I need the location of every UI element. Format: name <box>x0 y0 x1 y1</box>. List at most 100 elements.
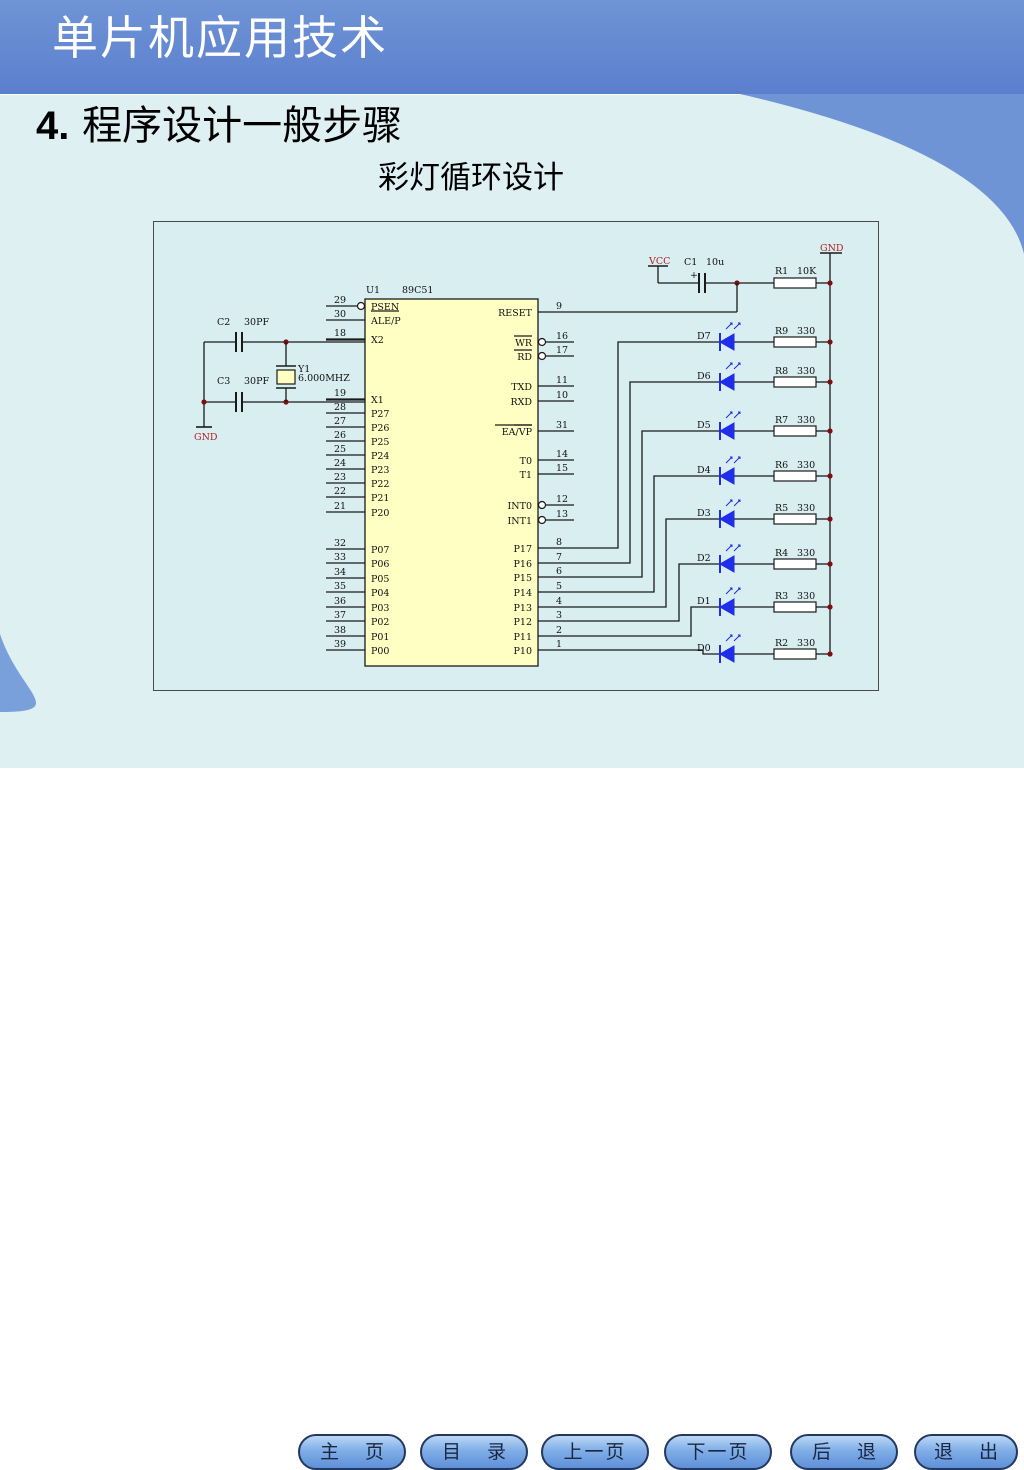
c3-value: 30PF <box>244 376 269 387</box>
pin-label: T0 <box>520 456 532 467</box>
pin-number: 16 <box>556 331 568 342</box>
led-light-arrows <box>725 634 741 642</box>
resistor-value: 330 <box>797 415 815 426</box>
c3-label: C3 <box>217 376 230 387</box>
pin-number: 25 <box>334 444 346 455</box>
pin-number: 12 <box>556 494 568 505</box>
resistor-r1 <box>773 277 817 289</box>
gnd-left-label: GND <box>194 432 218 443</box>
pin-label: P06 <box>371 559 389 570</box>
pin-number: 2 <box>556 625 562 636</box>
pin-number: 21 <box>334 501 346 512</box>
pin-number: 37 <box>334 610 346 621</box>
junction-dot <box>827 428 833 434</box>
heading-number: 4. <box>36 104 70 148</box>
pin-label: P22 <box>371 479 389 490</box>
pin-label: P17 <box>514 544 532 555</box>
led-light-arrows <box>725 322 741 330</box>
led-label: D7 <box>697 331 711 342</box>
pin-label: P01 <box>371 632 389 643</box>
crystal-y1 <box>276 369 296 385</box>
pin-number: 5 <box>556 581 562 592</box>
resistor-label: R3 <box>775 591 788 602</box>
pin-label: P24 <box>371 451 389 462</box>
pin-label: P27 <box>371 409 389 420</box>
pin-number: 18 <box>334 328 346 339</box>
next-page-button[interactable]: 下一页 <box>664 1434 772 1470</box>
pin-number: 33 <box>334 552 346 563</box>
pin-label: P00 <box>371 646 389 657</box>
resistor-r2 <box>773 648 817 660</box>
pin-label: RESET <box>498 308 533 319</box>
resistor-value: 330 <box>797 591 815 602</box>
resistor-label: R7 <box>775 415 788 426</box>
pin-label: P02 <box>371 617 389 628</box>
resistor-value: 330 <box>797 503 815 514</box>
resistor-label: R6 <box>775 460 788 471</box>
pin-label: TXD <box>511 382 532 393</box>
led-label: D5 <box>697 420 711 431</box>
pin-label: P13 <box>514 603 532 614</box>
pin-label: X2 <box>371 335 384 346</box>
pin-inverter-bubble <box>537 500 547 510</box>
pin-label: EA/VP <box>502 427 533 438</box>
pin-number: 39 <box>334 639 346 650</box>
previous-page-button[interactable]: 上一页 <box>541 1434 649 1470</box>
resistor-label: R8 <box>775 366 788 377</box>
led-label: D6 <box>697 371 711 382</box>
led-light-arrows <box>725 411 741 419</box>
pin-label: P03 <box>371 603 389 614</box>
pin-label: P23 <box>371 465 389 476</box>
resistor-value: 330 <box>797 326 815 337</box>
pin-number: 17 <box>556 345 568 356</box>
c2-label: C2 <box>217 317 230 328</box>
led-wire <box>574 381 719 564</box>
led-light-arrows <box>725 499 741 507</box>
pin-label: P05 <box>371 574 389 585</box>
resistor-value: 330 <box>797 366 815 377</box>
pin-number: 32 <box>334 538 346 549</box>
pin-inverter-bubble <box>537 515 547 525</box>
header-bar: 单片机应用技术 <box>0 0 1024 94</box>
resistor-r7 <box>773 425 817 437</box>
junction-dot <box>827 473 833 479</box>
pin-label: P12 <box>514 617 532 628</box>
pin-label: P26 <box>371 423 389 434</box>
pin-label: X1 <box>371 395 384 406</box>
resistor-r3 <box>773 601 817 613</box>
pin-label: P25 <box>371 437 389 448</box>
resistor-r9 <box>773 336 817 348</box>
resistor-label: R2 <box>775 638 788 649</box>
exit-button[interactable]: 退 出 <box>914 1434 1018 1470</box>
led-d0-diode <box>718 645 735 663</box>
home-button[interactable]: 主 页 <box>298 1434 406 1470</box>
junction-dot <box>827 280 833 286</box>
led-d2-diode <box>718 555 735 573</box>
pin-label: P14 <box>514 588 532 599</box>
pin-number: 3 <box>556 610 562 621</box>
led-d1-diode <box>718 598 735 616</box>
pin-label: RD <box>517 352 532 363</box>
pin-number: 29 <box>334 295 346 306</box>
back-button[interactable]: 后 退 <box>790 1434 898 1470</box>
led-light-arrows <box>725 587 741 595</box>
pin-number: 4 <box>556 596 562 607</box>
pin-number: 8 <box>556 537 562 548</box>
pin-number: 28 <box>334 402 346 413</box>
pin-number: 19 <box>334 388 346 399</box>
pin-number: 23 <box>334 472 346 483</box>
pin-label: WR <box>515 338 533 349</box>
pin-number: 15 <box>556 463 568 474</box>
led-label: D0 <box>697 643 711 654</box>
pin-label: ALE/P <box>370 316 401 327</box>
pin-number: 13 <box>556 509 568 520</box>
contents-button[interactable]: 目 录 <box>420 1434 528 1470</box>
vcc-label: VCC <box>648 256 670 267</box>
resistor-label: R9 <box>775 326 788 337</box>
led-wire <box>574 518 719 608</box>
resistor-label: R5 <box>775 503 788 514</box>
junction-dot <box>827 379 833 385</box>
led-label: D3 <box>697 508 711 519</box>
pin-number: 9 <box>556 301 562 312</box>
